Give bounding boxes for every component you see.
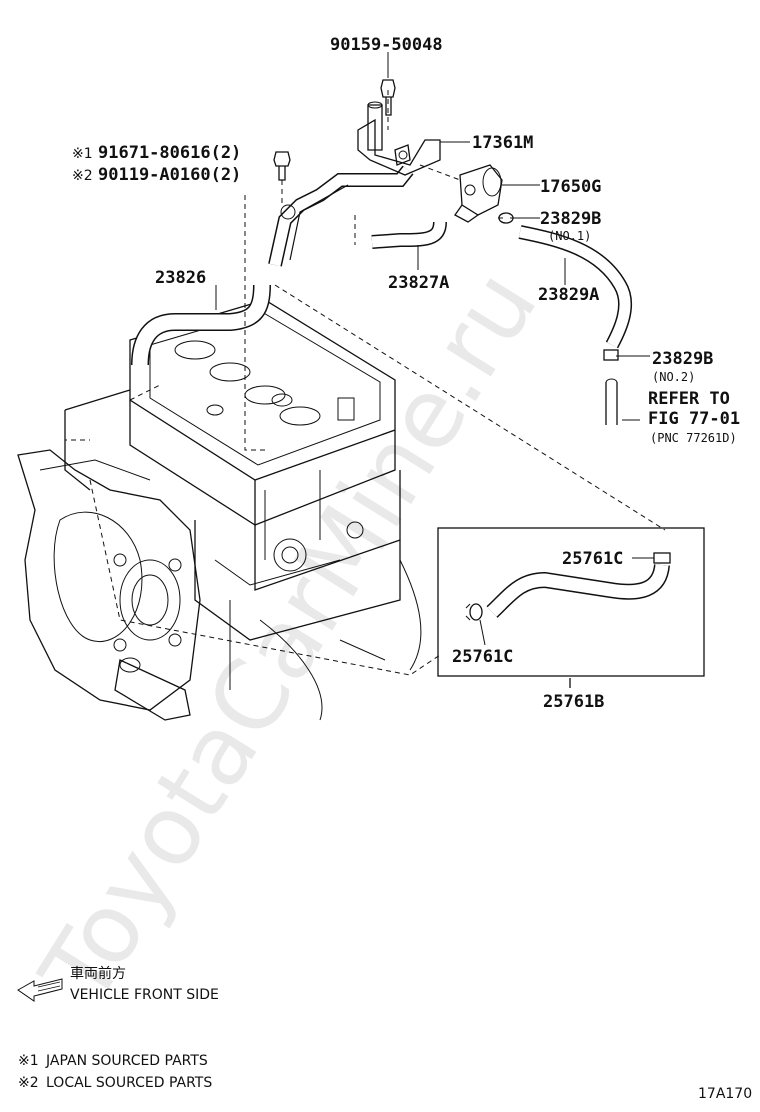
engine-illustration: [17, 299, 422, 721]
arrow-left-icon: [17, 978, 63, 1002]
pipe-refer: [605, 378, 618, 425]
bolt-90159: [380, 79, 396, 116]
label-91671-mark: ※1: [72, 146, 93, 162]
label-25761B: 25761B: [543, 692, 604, 712]
clamp-23829B-no2: [603, 349, 619, 361]
watermark: ToyotaCarMine.ru: [19, 252, 559, 1023]
leader-lines: [64, 90, 666, 676]
hose-23827A: [371, 221, 447, 249]
footnote-2-mark: ※2: [18, 1075, 39, 1091]
direction-indicator: 車両前方 VEHICLE FRONT SIDE: [17, 965, 219, 1003]
label-25761C-bottom: 25761C: [452, 647, 513, 667]
label-23827A: 23827A: [388, 273, 449, 293]
callout-lines: [215, 52, 654, 646]
bolt-91671: [273, 151, 291, 181]
label-90119: 90119-A0160(2): [98, 165, 241, 185]
label-23829B-no2-note: (NO.2): [652, 370, 695, 384]
pcv-pipe: [268, 165, 414, 267]
label-90159: 90159-50048: [330, 35, 443, 55]
label-90119-mark: ※2: [72, 168, 93, 184]
label-17650G: 17650G: [540, 177, 601, 197]
label-17361M: 17361M: [472, 133, 533, 153]
label-23829B-no1-note: (NO.1): [548, 229, 591, 243]
figure-code: 17A170: [698, 1086, 752, 1102]
label-refer-1: REFER TO: [648, 389, 730, 409]
footnote-1-mark: ※1: [18, 1053, 39, 1069]
label-23829B-no1: 23829B: [540, 209, 601, 229]
label-23826: 23826: [155, 268, 206, 288]
footnote-1-text: JAPAN SOURCED PARTS: [45, 1053, 208, 1069]
inset-25761B: [437, 527, 705, 688]
label-25761C-top: 25761C: [562, 549, 623, 569]
hose-23826: [131, 284, 271, 366]
hose-23829A: [518, 225, 633, 349]
valve-17650G: [454, 164, 503, 223]
label-91671: 91671-80616(2): [98, 143, 241, 163]
label-refer-2: FIG 77-01: [648, 409, 740, 429]
bracket-17361M: [357, 101, 441, 176]
label-23829A: 23829A: [538, 285, 599, 305]
direction-jp: 車両前方: [70, 965, 126, 982]
label-23829B-no2: 23829B: [652, 349, 713, 369]
direction-en: VEHICLE FRONT SIDE: [70, 987, 219, 1003]
label-refer-3: (PNC 77261D): [650, 431, 737, 445]
footnote-2-text: LOCAL SOURCED PARTS: [46, 1075, 212, 1091]
